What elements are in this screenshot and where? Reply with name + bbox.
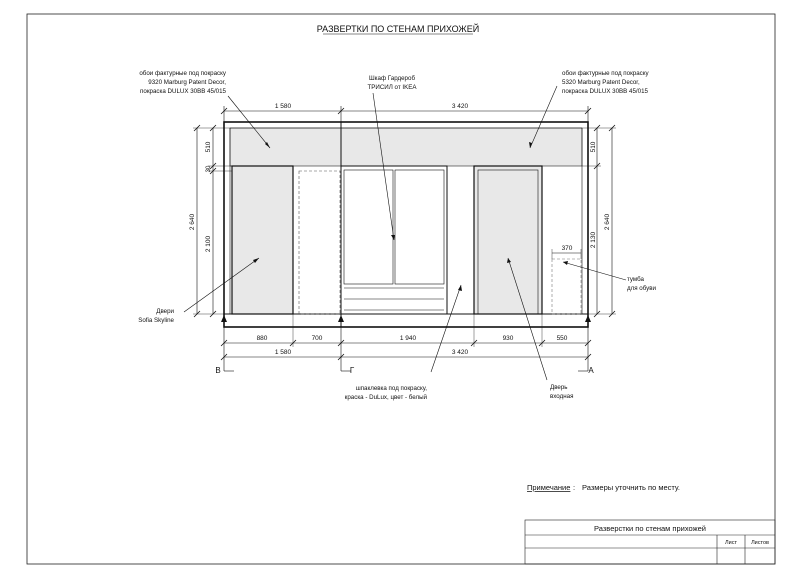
leader-lines: [183, 85, 627, 381]
wardrobe-door-right: [394, 169, 445, 285]
annotation-putty: шпаклевка под покраску, краска - DuLux, …: [345, 385, 428, 401]
top-dimension-line: [220, 106, 592, 122]
shoe-cabinet: [551, 258, 582, 315]
dim-bottom-550: 550: [557, 335, 568, 342]
annotation-shoe-cabinet: тумба для обуви: [627, 276, 657, 292]
axis-label-v: В: [215, 366, 220, 375]
axis-marker-a: [585, 315, 591, 322]
svg-text:5320 Marburg Patent Decor,: 5320 Marburg Patent Decor,: [562, 79, 640, 86]
dim-left-2100: 2 100: [205, 235, 212, 252]
interior-door: [231, 165, 294, 315]
leader-arrowheads: [253, 142, 568, 291]
svg-text:ТРИСИЛ от IKEA: ТРИСИЛ от IKEA: [367, 84, 417, 91]
annotation-wallpaper-left: обои фактурные под покраску 9320 Marburg…: [139, 70, 227, 95]
dim-right-510: 510: [590, 141, 597, 152]
entrance-door-inner: [477, 169, 539, 315]
svg-text:покраска DULUX 30BB 45/015: покраска DULUX 30BB 45/015: [140, 88, 227, 95]
dashed-opening: [298, 170, 341, 315]
svg-text:обои фактурные под покраску: обои фактурные под покраску: [562, 70, 650, 77]
dim-top-left: 1 580: [275, 103, 292, 110]
axis-marker-g: [338, 315, 344, 322]
left-dimension-lines: [193, 124, 232, 318]
title-block-sheets: Листов: [751, 540, 769, 546]
dim-right-2130: 2 130: [590, 231, 597, 248]
dim-left-2640: 2 640: [189, 213, 196, 230]
note-text: Размеры уточнить по месту.: [582, 483, 680, 492]
annotation-wallpaper-right: обои фактурные под покраску 5320 Marburg…: [562, 70, 650, 95]
axis-label-a: А: [588, 366, 594, 375]
axis-label-g: Г: [350, 366, 355, 375]
dim-top-right: 3 420: [452, 103, 469, 110]
svg-text:9320 Marburg Patent Decor,: 9320 Marburg Patent Decor,: [148, 79, 226, 86]
svg-text:Дверь: Дверь: [550, 384, 568, 391]
dim-right-2640: 2 640: [604, 213, 611, 230]
wardrobe-frame: [340, 165, 448, 315]
svg-text:для обуви: для обуви: [627, 285, 657, 292]
dim-left-510: 510: [205, 141, 212, 152]
title-block-sheet: Лист: [725, 540, 737, 546]
svg-text:входная: входная: [550, 393, 573, 400]
dim-cabinet-370: 370: [562, 245, 573, 252]
dim-bottom-880: 880: [257, 335, 268, 342]
wall-outline: [223, 121, 589, 328]
wallpaper-band: [229, 127, 583, 167]
dim-bottom-total-right: 3 420: [452, 349, 469, 356]
right-dimension-lines: [582, 124, 616, 318]
dim-bottom-total-left: 1 580: [275, 349, 292, 356]
annotation-doors: Двери Sofia Skyline: [138, 308, 174, 324]
svg-text:краска - DuLux, цвет - белый: краска - DuLux, цвет - белый: [345, 394, 428, 401]
annotation-wardrobe: Шкаф Гардероб ТРИСИЛ от IKEA: [367, 75, 417, 91]
svg-text:покраска DULUX 30BB 45/015: покраска DULUX 30BB 45/015: [562, 88, 649, 95]
annotation-entrance-door: Дверь входная: [550, 384, 573, 400]
dim-left-30: 30: [206, 165, 212, 172]
dim-bottom-700: 700: [312, 335, 323, 342]
svg-text:шпаклевка под покраску,: шпаклевка под покраску,: [356, 385, 428, 392]
note-label: Примечание: [527, 483, 570, 492]
entrance-door: [473, 165, 543, 315]
title-block: [524, 519, 776, 565]
svg-text:Двери: Двери: [156, 308, 174, 315]
dim-bottom-930: 930: [503, 335, 514, 342]
svg-text:Шкаф Гардероб: Шкаф Гардероб: [369, 75, 415, 82]
note-colon: :: [573, 483, 575, 492]
sheet-title: РАЗВЕРТКИ ПО СТЕНАМ ПРИХОЖЕЙ: [317, 23, 479, 34]
svg-text:обои фактурные под покраску: обои фактурные под покраску: [139, 70, 227, 77]
axis-marker-v: [221, 315, 227, 322]
cabinet-dimension-line: [551, 249, 582, 259]
sheet-frame: [26, 13, 776, 565]
wardrobe-door-left: [343, 169, 394, 285]
title-block-title: Разверстки по стенам прихожей: [594, 524, 706, 533]
dim-bottom-1940: 1 940: [400, 335, 417, 342]
svg-text:тумба: тумба: [627, 276, 645, 283]
wall-elevation: [223, 121, 589, 328]
svg-text:Sofia Skyline: Sofia Skyline: [138, 317, 174, 324]
bottom-dimension-lines: [220, 314, 592, 371]
